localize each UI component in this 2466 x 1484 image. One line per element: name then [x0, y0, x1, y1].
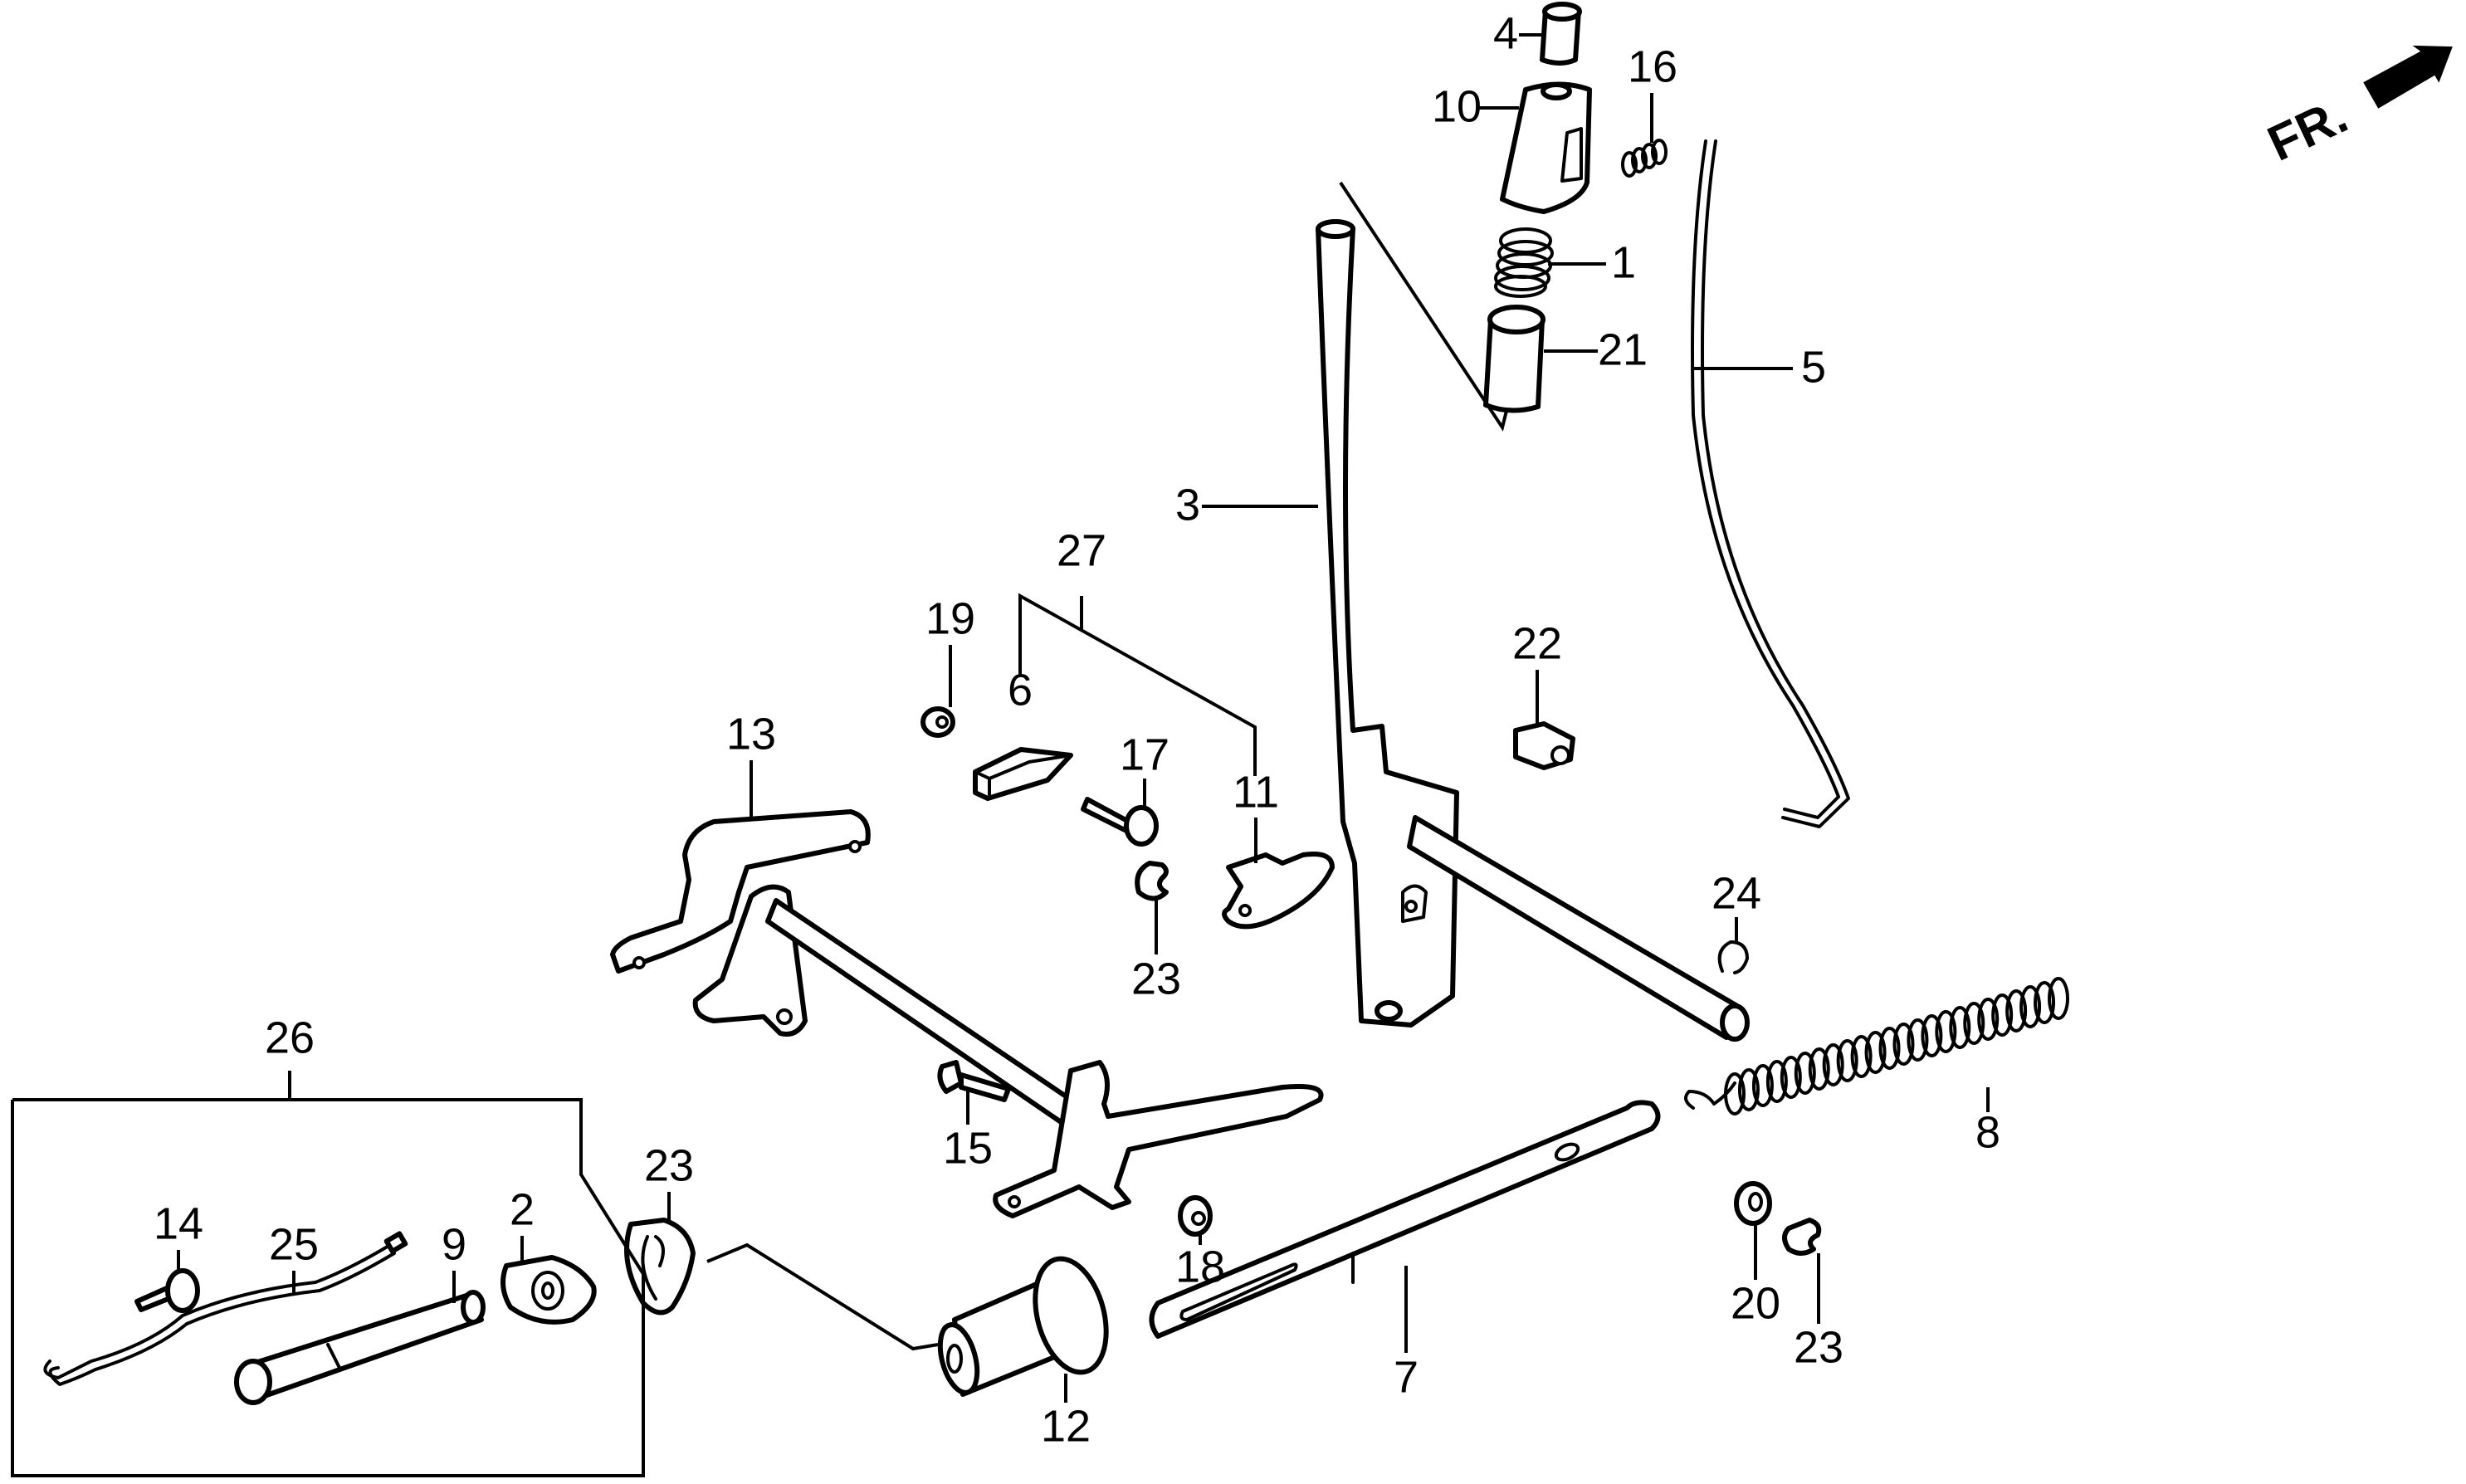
- callout-9: 9: [442, 1219, 466, 1269]
- callout-16: 16: [1628, 41, 1677, 91]
- callout-22: 22: [1512, 618, 1562, 668]
- callout-23-upper: 23: [1131, 954, 1181, 1003]
- part-14-screw-grommet: [134, 1268, 200, 1313]
- part-17-bolt: [1081, 797, 1159, 847]
- part-3-shift-lever: [1316, 219, 1459, 1028]
- callout-2: 2: [510, 1184, 535, 1234]
- part-23-clip-upper: [1135, 861, 1169, 901]
- part-24-snap-ring: [1717, 940, 1749, 974]
- spring-coil: [1963, 1002, 1985, 1045]
- spring-coil: [1949, 1006, 1971, 1049]
- callout-20: 20: [1731, 1278, 1780, 1328]
- fr-label: FR.: [2259, 87, 2356, 172]
- callout-17: 17: [1120, 730, 1170, 779]
- part-13-lever-shaft-assembly: [610, 809, 1324, 1218]
- spring-coil: [1765, 1060, 1788, 1103]
- callout-8: 8: [1975, 1107, 2000, 1157]
- callout-1: 1: [1611, 237, 1636, 287]
- spring-coil: [2005, 989, 2028, 1032]
- spring-coil: [1724, 1072, 1746, 1115]
- callout-25: 25: [269, 1219, 319, 1269]
- callout-21: 21: [1598, 325, 1648, 374]
- spring-coil: [1794, 1052, 1816, 1095]
- part-26-kit-box: [11, 1098, 645, 1477]
- part-22-block-collar: [1513, 721, 1575, 770]
- part-9-pin-shaft: [234, 1290, 486, 1405]
- part-2-flanged-plate: [501, 1255, 597, 1325]
- callout-4: 4: [1493, 8, 1518, 58]
- spring-coil: [1977, 998, 2000, 1041]
- part-16-spring: [1621, 139, 1668, 178]
- part-8-tension-spring: [1684, 977, 2069, 1115]
- front-direction-indicator: FR.: [2259, 45, 2453, 172]
- spring-coil: [1780, 1056, 1802, 1099]
- front-direction-arrow-icon: [2363, 45, 2453, 109]
- part-5-rod: [1691, 139, 1850, 828]
- callout-13: 13: [726, 709, 776, 759]
- part-25-wire-rod: [43, 1231, 408, 1386]
- callout-26: 26: [265, 1013, 315, 1062]
- callout-5: 5: [1801, 342, 1826, 392]
- callout-11: 11: [1233, 767, 1279, 817]
- callout-27: 27: [1057, 525, 1106, 575]
- callout-12: 12: [1041, 1401, 1091, 1451]
- part-10-knob: [1500, 81, 1592, 214]
- part-1-spring: [1494, 227, 1554, 298]
- spring-coil: [1751, 1064, 1774, 1107]
- part-4-cap: [1540, 2, 1582, 66]
- spring-coil: [1991, 993, 2014, 1037]
- leaders: [177, 33, 1990, 1403]
- part-20-washer: [1734, 1181, 1772, 1226]
- spring-coil: [1878, 1027, 1901, 1070]
- part-12-bushing: [937, 1256, 1109, 1397]
- spring-coil: [1864, 1031, 1887, 1074]
- part-11-plate-bracket: [1222, 852, 1335, 930]
- spring-coil: [2034, 981, 2056, 1024]
- callout-24: 24: [1712, 868, 1761, 918]
- callout-18: 18: [1175, 1242, 1225, 1291]
- spring-coil: [1935, 1010, 1957, 1053]
- part-23-clip-right: [1782, 1218, 1822, 1256]
- leader-23-to-12: [706, 1242, 939, 1351]
- callout-3: 3: [1175, 480, 1200, 530]
- spring-coil: [1850, 1035, 1873, 1078]
- spring-coil: [1737, 1068, 1760, 1111]
- spring-coil: [1892, 1023, 1915, 1066]
- callout-23-right: 23: [1794, 1322, 1843, 1372]
- part-3-group-bracket: [1339, 181, 1508, 432]
- part-6-block: [973, 747, 1073, 801]
- part-7-slotted-link-arm: [1149, 1100, 1661, 1339]
- spring-coil: [1822, 1043, 1844, 1086]
- spring-coil: [1907, 1018, 1929, 1062]
- part-21-sleeve: [1483, 305, 1546, 413]
- spring-coil: [1921, 1014, 1943, 1057]
- callout-23-left: 23: [644, 1140, 694, 1190]
- part-18-nut: [1178, 1195, 1213, 1237]
- callout-6: 6: [1008, 665, 1033, 715]
- callout-19: 19: [925, 593, 975, 643]
- spring-coil: [2019, 985, 2042, 1028]
- part-19-nut: [920, 706, 955, 738]
- spring-coil: [2048, 977, 2069, 1020]
- callout-15: 15: [943, 1123, 993, 1173]
- callout-10: 10: [1432, 81, 1482, 131]
- callout-labels: 4 10 16 1 21 5 3 27 19 6 22 17 11 13 23 …: [154, 8, 2000, 1451]
- callout-7: 7: [1394, 1352, 1419, 1402]
- spring-coil: [1836, 1039, 1858, 1082]
- callout-14: 14: [154, 1198, 203, 1248]
- part-15-bolt: [937, 1060, 1011, 1102]
- part-27-group-bracket: [1018, 593, 1257, 776]
- shaft-right: [1407, 815, 1750, 1042]
- spring-coil: [1808, 1047, 1830, 1091]
